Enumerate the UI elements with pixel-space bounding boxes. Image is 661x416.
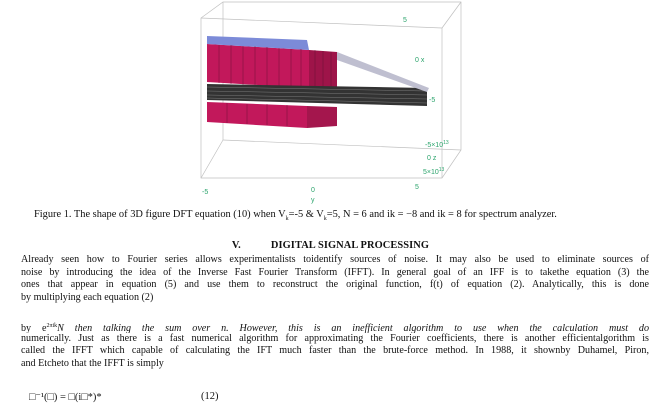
section-number: V. (231, 240, 241, 251)
tick-y-left: -5 (202, 189, 208, 196)
paragraph-line: and Etcheto that the IFFT is simply (21, 357, 164, 369)
equation-text: □⁻¹(□) = □(i□*)* (29, 392, 102, 403)
paragraph-1: Already seen how to Fourier series allow… (21, 254, 649, 304)
paragraph-2: by e2πikN then talking the sum over n. H… (21, 320, 649, 370)
surface-pink-wall (207, 36, 337, 92)
equation-number: (12) (201, 391, 219, 402)
section-heading: V. DIGITAL SIGNAL PROCESSING (0, 240, 661, 251)
tick-z-bottom: 5×1013 (423, 167, 445, 176)
paragraph-line: ones that appear in equation (5) and use… (21, 279, 649, 291)
paragraph-line: Already seen how to Fourier series allow… (21, 254, 649, 265)
paragraph-line: numerically. Just as there is a fast num… (21, 332, 649, 344)
plot-box (200, 1, 462, 179)
paragraph-line: called the IFFT which capable of calcula… (21, 345, 649, 357)
tick-z-top: -5×1013 (425, 140, 449, 149)
surface-dark-strip (206, 52, 429, 106)
paragraph-line: by multiplying each equation (2) (21, 291, 154, 303)
tick-y-zero: 0 (311, 187, 315, 194)
paragraph-line: noise by introducing the idea of the Inv… (21, 266, 649, 278)
axis-y-label: y (311, 197, 315, 204)
section-title: DIGITAL SIGNAL PROCESSING (270, 240, 430, 251)
tick-x-zero: 0 x (415, 57, 425, 64)
equation-12: □⁻¹(□) = □(i□*)* (12) (29, 391, 219, 403)
surface-pink-slab (207, 102, 337, 128)
dft-3d-figure: 5 0 x -5 -5×1013 0 z 5×1013 -5 0 y 5 (200, 1, 462, 204)
paragraph-line: by e2πikN then talking the sum over n. H… (21, 323, 649, 333)
figure-caption: Figure 1. The shape of 3D figure DFT equ… (34, 209, 557, 223)
tick-x-bottom: -5 (429, 97, 435, 104)
tick-z-zero: 0 z (427, 155, 437, 162)
tick-y-right: 5 (415, 184, 419, 191)
tick-x-top: 5 (403, 17, 407, 24)
